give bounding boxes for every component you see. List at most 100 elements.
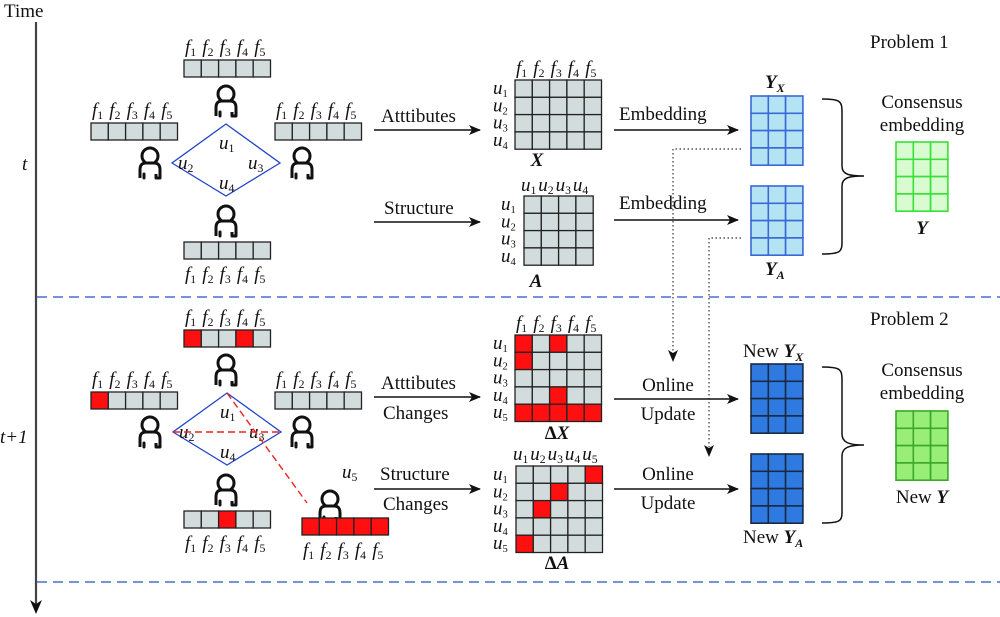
feature-cell [252,59,272,78]
update-label-a: Update [641,493,696,514]
matrix-cell [767,470,787,490]
user-icon-u3 [290,146,314,180]
matrix-cell [895,193,915,212]
matrix-cell [784,380,804,400]
matrix-cell [750,453,770,473]
time-label-t: t [22,154,28,175]
feature-bar-u1 [183,59,272,78]
user-icon-u5-new [318,489,342,523]
matrix-cell [549,465,569,484]
user-col-label-u3: u3 [548,444,564,466]
feature-label-f3: f3 [551,58,562,80]
matrix-cell [784,363,804,383]
matrix-cell [523,195,542,214]
feature-cell [200,241,220,260]
user-row-label-u2: u2 [493,95,508,117]
matrix-cell [784,185,804,205]
feature-label-f4: f4 [144,369,155,391]
user-col-label-u3: u3 [556,175,572,197]
feature-bar-u1-t1 [183,329,272,348]
user-col-label-u2: u2 [530,444,546,466]
user-icon-u4-t1 [214,473,238,507]
matrix-cell [784,112,804,132]
feature-cell-changed [301,517,320,536]
matrix-cell [548,131,568,150]
matrix-cell [584,482,604,502]
matrix-cell [584,517,604,536]
consensus-line1-p2: Consensus [881,360,962,381]
new-edge-u1-u5 [226,392,308,504]
feature-label-f5: f5 [254,264,265,286]
matrix-cell [767,95,787,115]
feature-label-f1: f1 [276,100,287,122]
matrix-cell [895,158,915,178]
matrix-cell [515,465,534,484]
consensus-embedding-y [895,141,949,212]
matrix-cell [767,129,787,149]
matrix-x-label: X [530,150,545,171]
matrix-cell [929,141,949,161]
online-label-a: Online [642,464,694,485]
feature-label-f5: f5 [345,100,356,122]
matrix-cell [767,219,787,239]
matrix-a-label: A [529,271,543,292]
graph-edges [171,392,283,466]
matrix-cell [514,96,533,116]
feature-cell [326,391,345,410]
attributes-label: Atttibutes [381,106,456,127]
matrix-cell [557,247,577,266]
feature-cell-changed [353,517,372,536]
node-label-u4: u4 [220,442,236,464]
matrix-cell [531,351,551,371]
feature-label-f4: f4 [237,264,248,286]
user-col-label-u4: u4 [573,175,589,197]
matrix-cell [767,202,787,222]
feature-cell [200,59,220,78]
matrix-cell [895,410,915,430]
feature-cell [343,122,363,141]
matrix-cell [583,113,603,133]
matrix-cell-changed [566,403,585,423]
matrix-cell [784,202,804,222]
user-row-label-u3: u3 [493,113,508,135]
matrix-delta-x [514,334,603,423]
feature-cell [107,122,127,141]
feature-bar-u5-new [301,517,390,536]
matrix-cell [767,380,787,400]
matrix-cell [750,185,770,205]
matrix-cell-changed [548,334,568,353]
matrix-cell [767,397,787,417]
user-row-label-u5: u5 [493,402,508,424]
matrix-cell [575,212,594,232]
matrix-cell [784,237,804,256]
matrix-cell [566,368,585,388]
time-axis-arrow-icon [30,600,42,614]
matrix-cell [531,334,551,353]
matrix-cell [532,534,552,554]
feature-cell [159,391,179,410]
matrix-cell [566,351,585,371]
feature-cell-changed [335,517,355,536]
matrix-cell [767,505,787,524]
feature-label-f5: f5 [254,37,265,59]
matrix-cell [929,158,949,178]
user-row-label-u5: u5 [493,533,508,555]
user-row-label-u1: u1 [493,464,508,486]
matrix-cell [750,147,770,166]
matrix-cell [567,517,586,536]
dotted-arrow-a-icon [704,445,714,457]
matrix-cell [583,386,603,405]
user-row-label-u3: u3 [493,499,508,521]
user-row-label-u4: u4 [493,516,509,538]
matrix-cell [767,185,787,205]
matrix-cell [784,470,804,490]
node-label-u3: u3 [248,153,264,175]
feature-cell [124,122,144,141]
matrix-cell-changed [514,351,533,371]
matrix-cell [532,517,552,536]
